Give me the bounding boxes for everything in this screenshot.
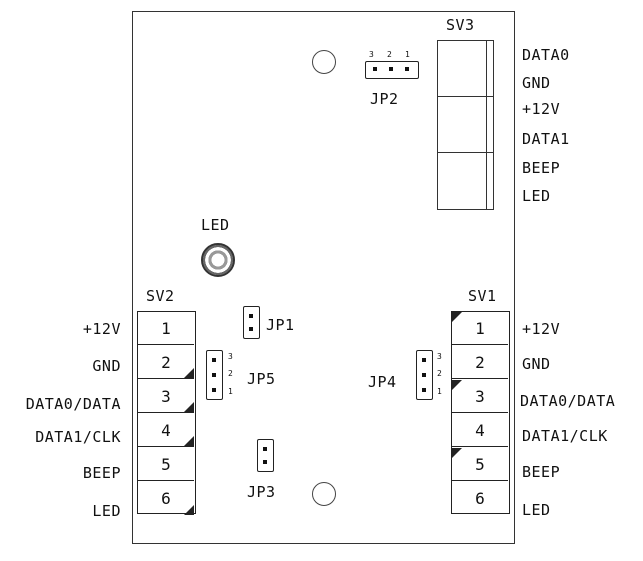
jp5-pin-label-3: 3 (228, 352, 233, 361)
sv1-cell: 2 (452, 346, 508, 379)
pcb-outline (132, 11, 515, 544)
sv1-pin-number: 6 (475, 489, 485, 508)
sv3-label-6: LED (522, 187, 551, 205)
sv1-label-5: BEEP (522, 463, 561, 481)
jp2-pin (405, 67, 409, 71)
jp1-title: JP1 (266, 316, 295, 334)
sv3-label-5: BEEP (522, 159, 561, 177)
sv1-label-2: GND (522, 355, 551, 373)
sv2-label-4: DATA1/CLK (35, 428, 121, 446)
sv2-cell: 6 (138, 482, 194, 515)
jp5-title: JP5 (247, 370, 276, 388)
sv1-connector: 1 2 3 4 5 6 (451, 311, 510, 514)
sv3-label-1: DATA0 (522, 46, 570, 64)
led-title: LED (201, 216, 230, 234)
jp1-jumper (243, 306, 260, 339)
jp2-pin-label-1: 1 (405, 50, 410, 59)
sv2-label-2: GND (92, 357, 121, 375)
jp4-title: JP4 (368, 373, 397, 391)
sv1-cell: 1 (452, 312, 508, 345)
pin-marker-icon (184, 368, 194, 378)
sv3-segment (438, 97, 493, 153)
pin-marker-icon (184, 402, 194, 412)
sv2-title: SV2 (146, 287, 175, 305)
jp3-pin (263, 447, 267, 451)
sv2-label-6: LED (92, 502, 121, 520)
jp4-pin (422, 388, 426, 392)
sv1-cell: 3 (452, 380, 508, 413)
jp2-pin (389, 67, 393, 71)
jp5-jumper (206, 350, 223, 400)
sv1-title: SV1 (468, 287, 497, 305)
sv1-label-4: DATA1/CLK (522, 427, 608, 445)
jp2-pin-label-2: 2 (387, 50, 392, 59)
jp5-pin-label-2: 2 (228, 369, 233, 378)
sv3-label-3: +12V (522, 100, 561, 118)
pin-marker-icon (184, 436, 194, 446)
jp4-pin-label-2: 2 (437, 369, 442, 378)
sv2-cell: 2 (138, 346, 194, 379)
mounting-hole-top (312, 50, 336, 74)
sv3-segment (438, 41, 493, 97)
sv1-label-6: LED (522, 501, 551, 519)
jp3-jumper (257, 439, 274, 472)
jp2-jumper (365, 61, 419, 79)
sv1-pin-number: 2 (475, 353, 485, 372)
sv2-pin-number: 2 (161, 353, 171, 372)
sv3-label-4: DATA1 (522, 130, 570, 148)
jp4-jumper (416, 350, 433, 400)
jp4-pin (422, 358, 426, 362)
sv3-label-2: GND (522, 74, 551, 92)
jp5-pin (212, 388, 216, 392)
sv2-label-5: BEEP (82, 464, 121, 482)
sv1-label-1: +12V (522, 320, 561, 338)
sv2-label-1: +12V (82, 320, 121, 338)
led-component-icon (201, 243, 235, 277)
sv3-connector (437, 40, 494, 210)
mounting-hole-bottom (312, 482, 336, 506)
jp2-pin (373, 67, 377, 71)
jp4-pin-label-1: 1 (437, 387, 442, 396)
pin-marker-icon (452, 448, 462, 458)
jp4-pin (422, 373, 426, 377)
jp2-pin-label-3: 3 (369, 50, 374, 59)
sv1-pin-number: 1 (475, 319, 485, 338)
sv2-connector: 1 2 3 4 5 6 (137, 311, 196, 515)
pin-marker-icon (184, 505, 194, 515)
jp4-pin-label-3: 3 (437, 352, 442, 361)
jp2-title: JP2 (370, 90, 399, 108)
sv2-pin-number: 4 (161, 421, 171, 440)
jp5-pin (212, 358, 216, 362)
sv1-pin-number: 5 (475, 455, 485, 474)
jp1-pin (249, 327, 253, 331)
jp5-pin-label-1: 1 (228, 387, 233, 396)
sv2-cell: 4 (138, 414, 194, 447)
sv3-title: SV3 (446, 16, 475, 34)
jp3-pin (263, 460, 267, 464)
sv2-cell: 3 (138, 380, 194, 413)
sv2-cell: 1 (138, 312, 194, 345)
sv2-pin-number: 3 (161, 387, 171, 406)
pin-marker-icon (452, 312, 462, 322)
sv1-pin-number: 4 (475, 421, 485, 440)
sv3-edge-line (486, 41, 487, 209)
sv2-pin-number: 1 (161, 319, 171, 338)
sv2-pin-number: 5 (161, 455, 171, 474)
sv2-label-3: DATA0/DATA (25, 395, 121, 413)
jp3-title: JP3 (247, 483, 276, 501)
jp1-pin (249, 314, 253, 318)
sv1-cell: 4 (452, 414, 508, 447)
sv1-label-3: DATA0/DATA (520, 392, 616, 410)
sv2-cell: 5 (138, 448, 194, 481)
pin-marker-icon (452, 380, 462, 390)
sv2-pin-number: 6 (161, 489, 171, 508)
jp5-pin (212, 373, 216, 377)
sv1-cell: 6 (452, 482, 508, 515)
sv1-pin-number: 3 (475, 387, 485, 406)
sv1-cell: 5 (452, 448, 508, 481)
